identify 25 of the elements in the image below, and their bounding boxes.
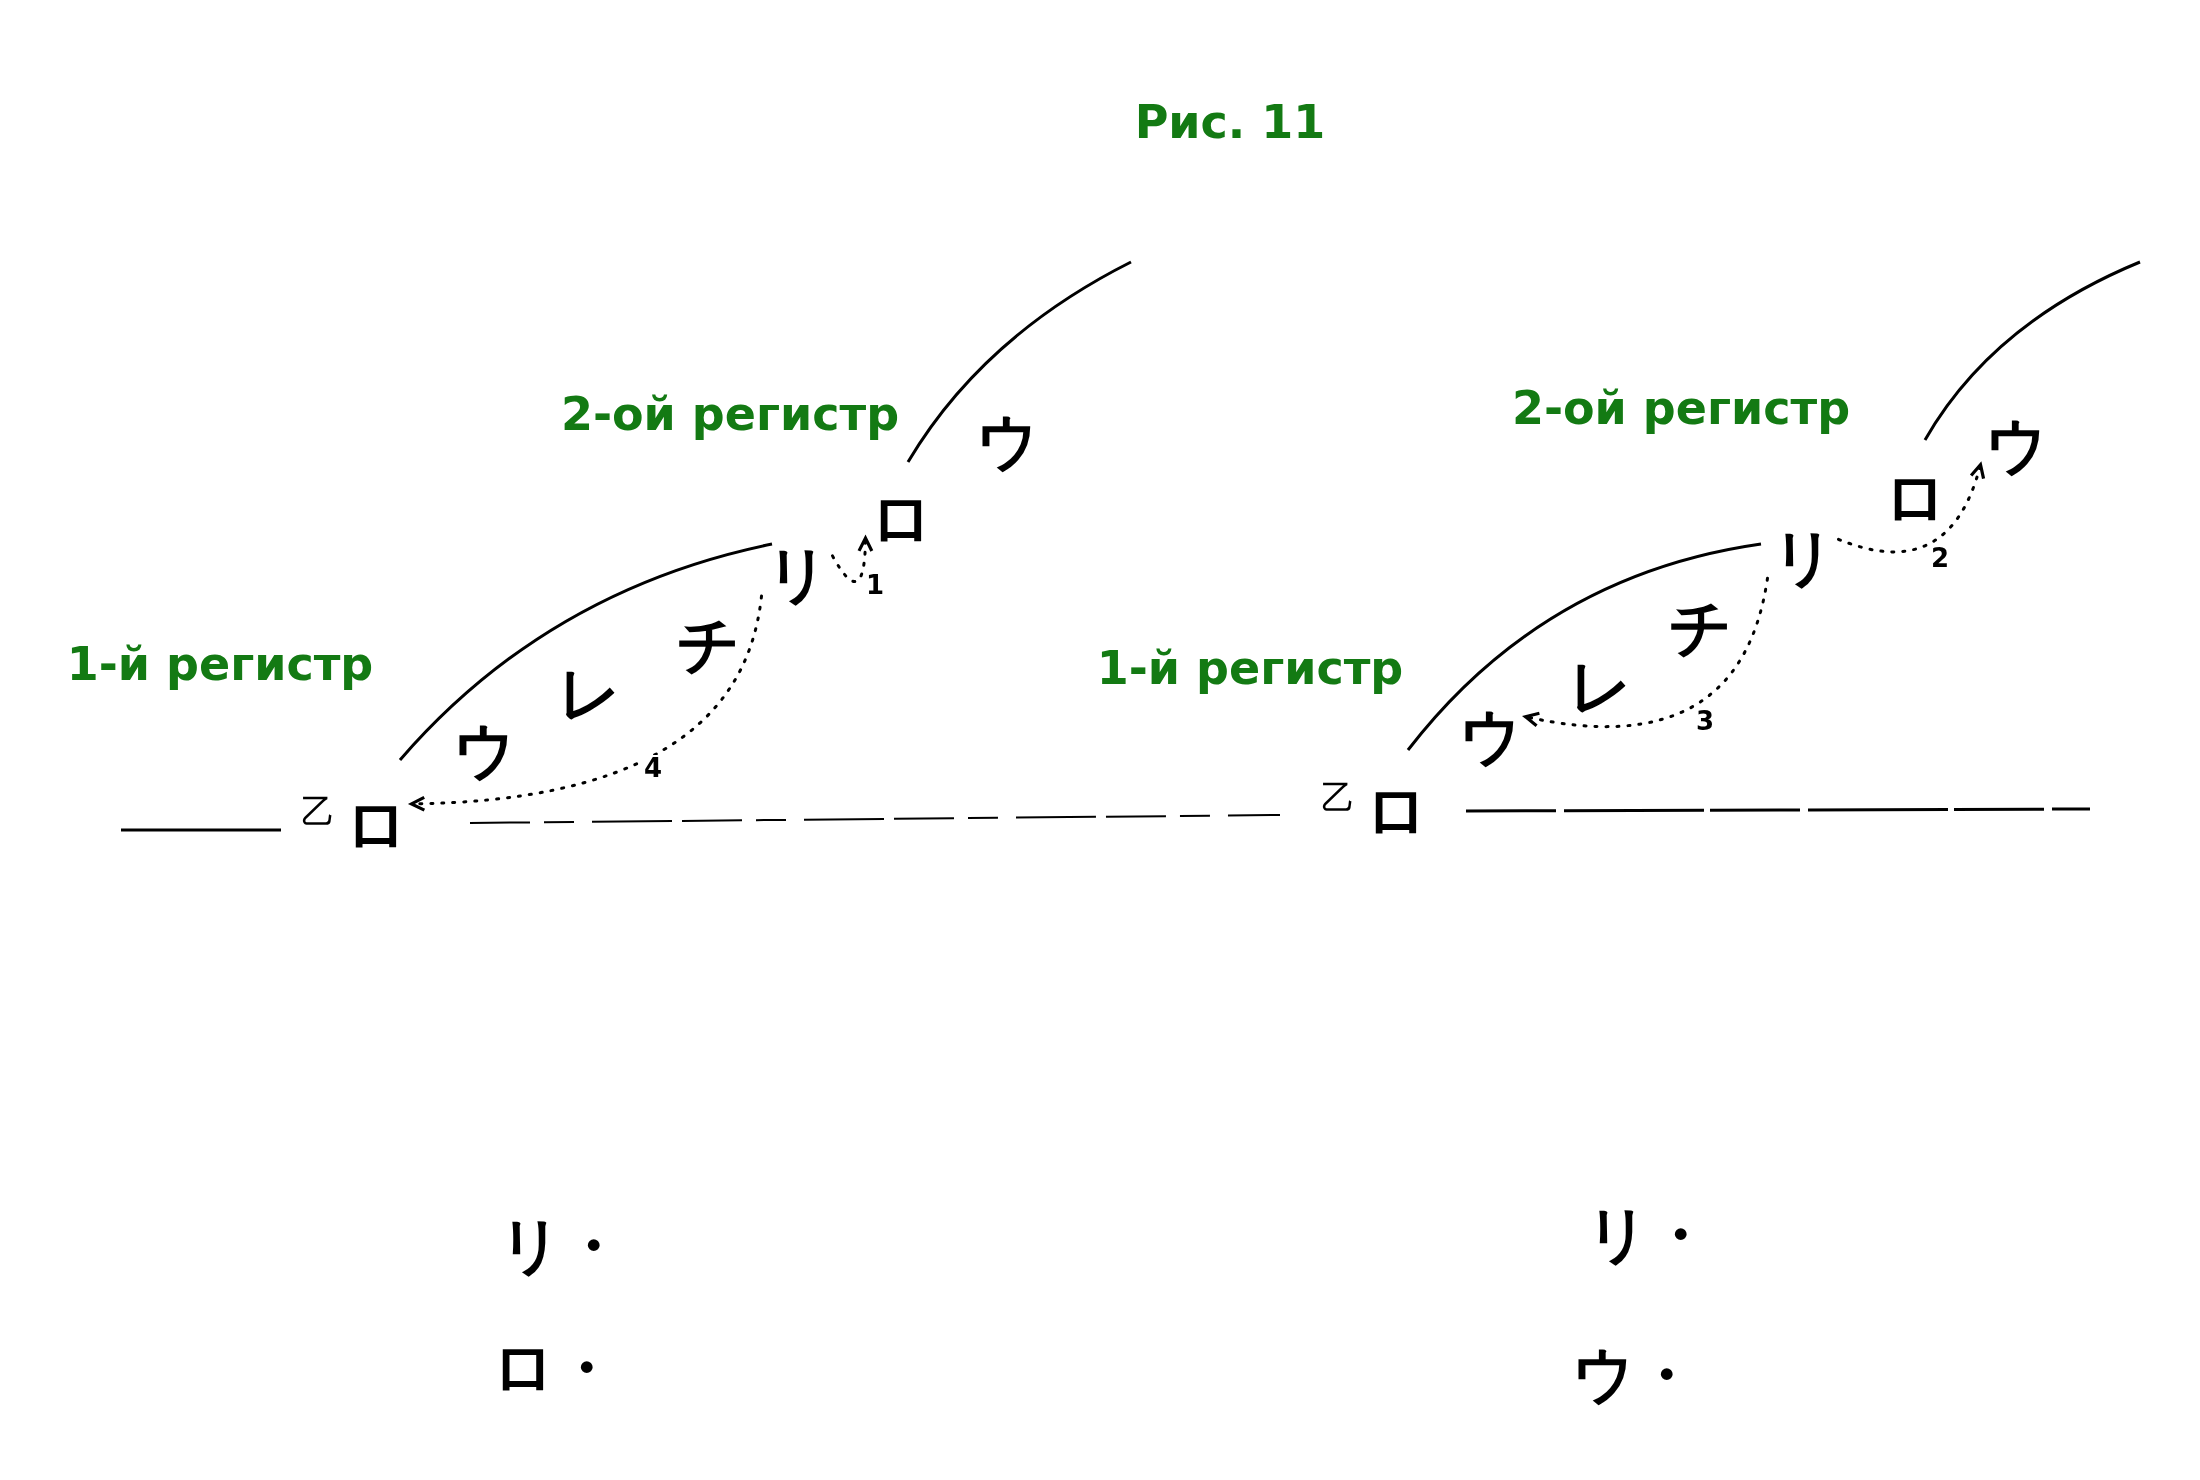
notation-sign: ロ: [1883, 467, 1947, 529]
notation-sign: ロ・: [491, 1337, 617, 1399]
notation-sign: リ: [1771, 527, 1835, 589]
notation-sign: リ・: [498, 1215, 624, 1277]
notation-sign: ロ: [1364, 780, 1428, 842]
notation-sign: ウ: [1458, 706, 1522, 768]
dotted-arrow: [1837, 463, 1985, 554]
notation-sign: レ: [1568, 656, 1632, 718]
register-mark: 乙: [301, 794, 335, 828]
notation-sign: ウ: [452, 720, 516, 782]
notation-sign: チ: [676, 614, 740, 676]
register-mark: 乙: [1321, 780, 1355, 814]
notation-sign: チ: [1668, 597, 1732, 659]
dotted-arrow: [1523, 576, 1769, 728]
notation-sign: ウ・: [1571, 1344, 1697, 1406]
notation-sign: ウ: [1984, 415, 2048, 477]
figure-title: Рис. 11: [1134, 99, 1326, 145]
dotted-arrow: [831, 536, 874, 584]
notation-sign: ロ: [869, 488, 933, 550]
notation-sign: リ・: [1585, 1204, 1711, 1266]
notation-sign: リ: [765, 544, 829, 606]
notation-sign: ウ: [975, 411, 1039, 473]
notation-sign: ロ: [344, 794, 408, 856]
notation-sign: レ: [557, 663, 621, 725]
dotted-arrow: [409, 594, 763, 812]
